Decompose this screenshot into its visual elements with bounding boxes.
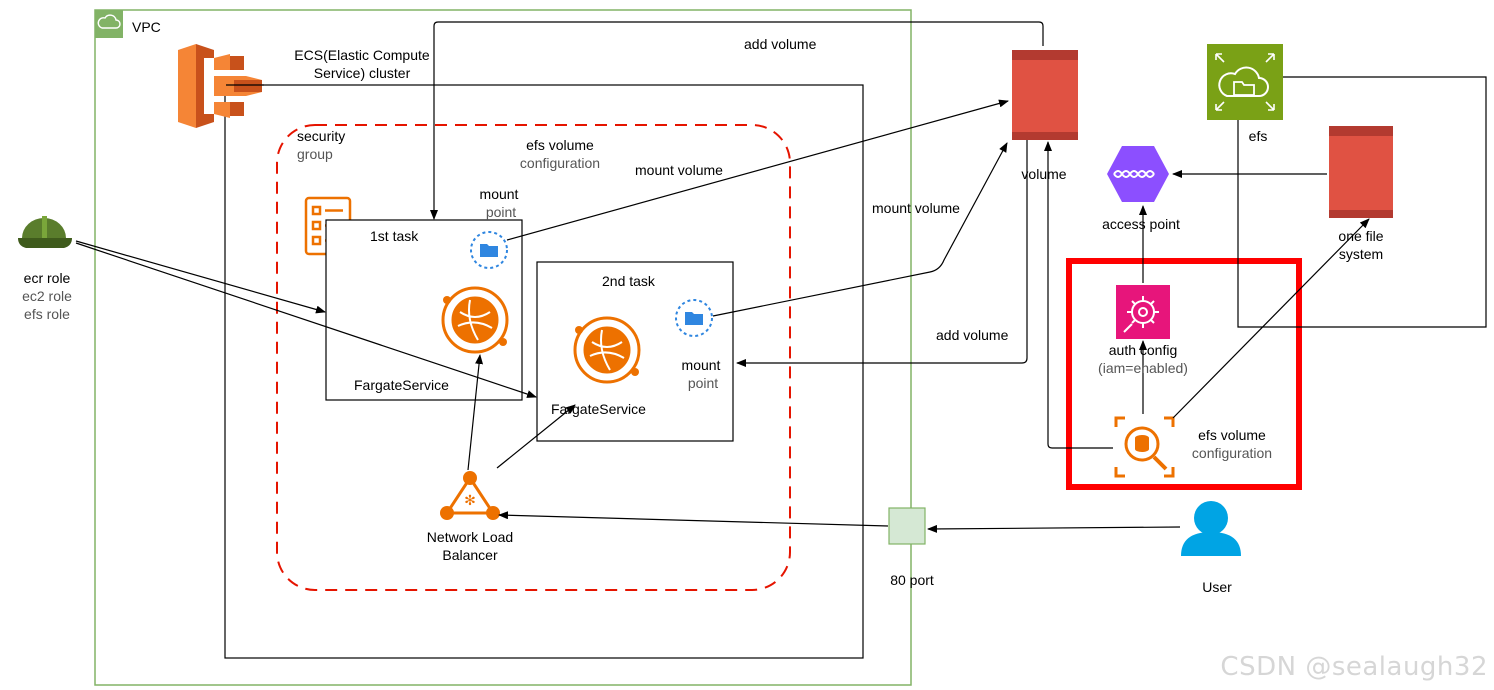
second-task-title: 2nd task [602, 273, 655, 289]
second-fargate-icon [573, 316, 641, 384]
first-mount-point-label-line2: point [485, 204, 517, 220]
iam-role-helmet-icon [18, 216, 72, 248]
efs-icon [1207, 44, 1283, 120]
first-fargate-service-label: FargateService [354, 377, 449, 393]
edge-config-to-filesystem [1172, 218, 1370, 419]
one-file-system-label-line2: system [1338, 246, 1384, 262]
inner-efs-volume-config-line2: configuration [519, 155, 601, 171]
access-point-label: access point [1102, 216, 1180, 232]
one-file-system-icon [1329, 126, 1393, 218]
auth-config-label-line1: auth config [1108, 342, 1178, 358]
user-icon [1181, 501, 1241, 556]
second-mount-point-label-line1: mount [681, 357, 721, 373]
edge-add-volume-top [430, 21, 1044, 220]
svg-text:✻: ✻ [464, 493, 476, 509]
edge-roles-to-second-task [75, 242, 537, 398]
edge-nlb-to-first-fargate [467, 354, 484, 471]
edge-port-to-nlb [498, 511, 889, 527]
nlb-label-line2: Balancer [442, 547, 498, 563]
vpc-label: VPC [132, 19, 161, 35]
auth-config-label-line2: (iam=enabled) [1098, 360, 1188, 376]
role-label-line1: ecr role [23, 270, 71, 286]
second-mount-point-icon [675, 299, 713, 337]
security-group-label-line2: group [297, 146, 333, 162]
one-file-system-label-line1: one file [1338, 228, 1384, 244]
edge-label-add-volume-top: add volume [744, 36, 817, 52]
ecs-cluster-label-line1: ECS(Elastic Compute [294, 47, 430, 63]
edge-config-to-volume [1044, 141, 1113, 449]
edge-roles-to-first-task [75, 240, 326, 314]
edge-label-mount-volume-1: mount volume [635, 162, 723, 178]
network-load-balancer-icon: ✻ [440, 471, 500, 520]
port-80-icon [888, 507, 926, 545]
security-group-label-line1: security [297, 128, 346, 144]
first-task-title: 1st task [370, 228, 419, 244]
role-label-line3: efs role [24, 306, 70, 322]
outer-efs-volume-config-line1: efs volume [1198, 427, 1266, 443]
port-label: 80 port [890, 572, 934, 588]
second-mount-point-label-line2: point [687, 375, 719, 391]
watermark-text: CSDN @sealaugh32 [1220, 652, 1488, 682]
nlb-label-line1: Network Load [426, 529, 514, 545]
volume-icon [1012, 50, 1078, 140]
efs-region-outline [1237, 76, 1487, 328]
ecs-cluster-boundary [224, 84, 864, 659]
security-group-boundary [276, 124, 791, 591]
edge-label-mount-volume-2: mount volume [872, 200, 960, 216]
first-mount-point-icon [470, 231, 508, 269]
volume-label: volume [1021, 166, 1067, 182]
edge-nlb-to-second-fargate [496, 404, 576, 469]
efs-highlight-box [1066, 258, 1302, 490]
ecs-cluster-label-line2: Service) cluster [313, 65, 411, 81]
edge-mount-volume-1 [506, 99, 1009, 241]
user-label: User [1202, 579, 1232, 595]
edge-mount-volume-2 [712, 142, 1008, 317]
ecs-icon [178, 44, 262, 128]
edge-label-add-volume-bottom: add volume [936, 327, 1009, 343]
inner-efs-volume-config-line1: efs volume [526, 137, 594, 153]
vpc-cloud-icon [95, 10, 123, 38]
edge-user-to-port [927, 524, 1181, 533]
first-fargate-icon [441, 286, 509, 354]
vpc-boundary [94, 9, 912, 686]
access-point-icon [1107, 146, 1169, 202]
efs-volume-configuration-icon [1114, 416, 1175, 478]
second-fargate-service-label: FargateService [551, 401, 646, 417]
first-mount-point-label-line1: mount [479, 186, 519, 202]
role-label-line2: ec2 role [22, 288, 72, 304]
efs-label: efs [1248, 128, 1268, 144]
edge-add-volume-bottom [736, 140, 1028, 367]
auth-config-icon [1116, 285, 1170, 339]
outer-efs-volume-config-line2: configuration [1191, 445, 1273, 461]
